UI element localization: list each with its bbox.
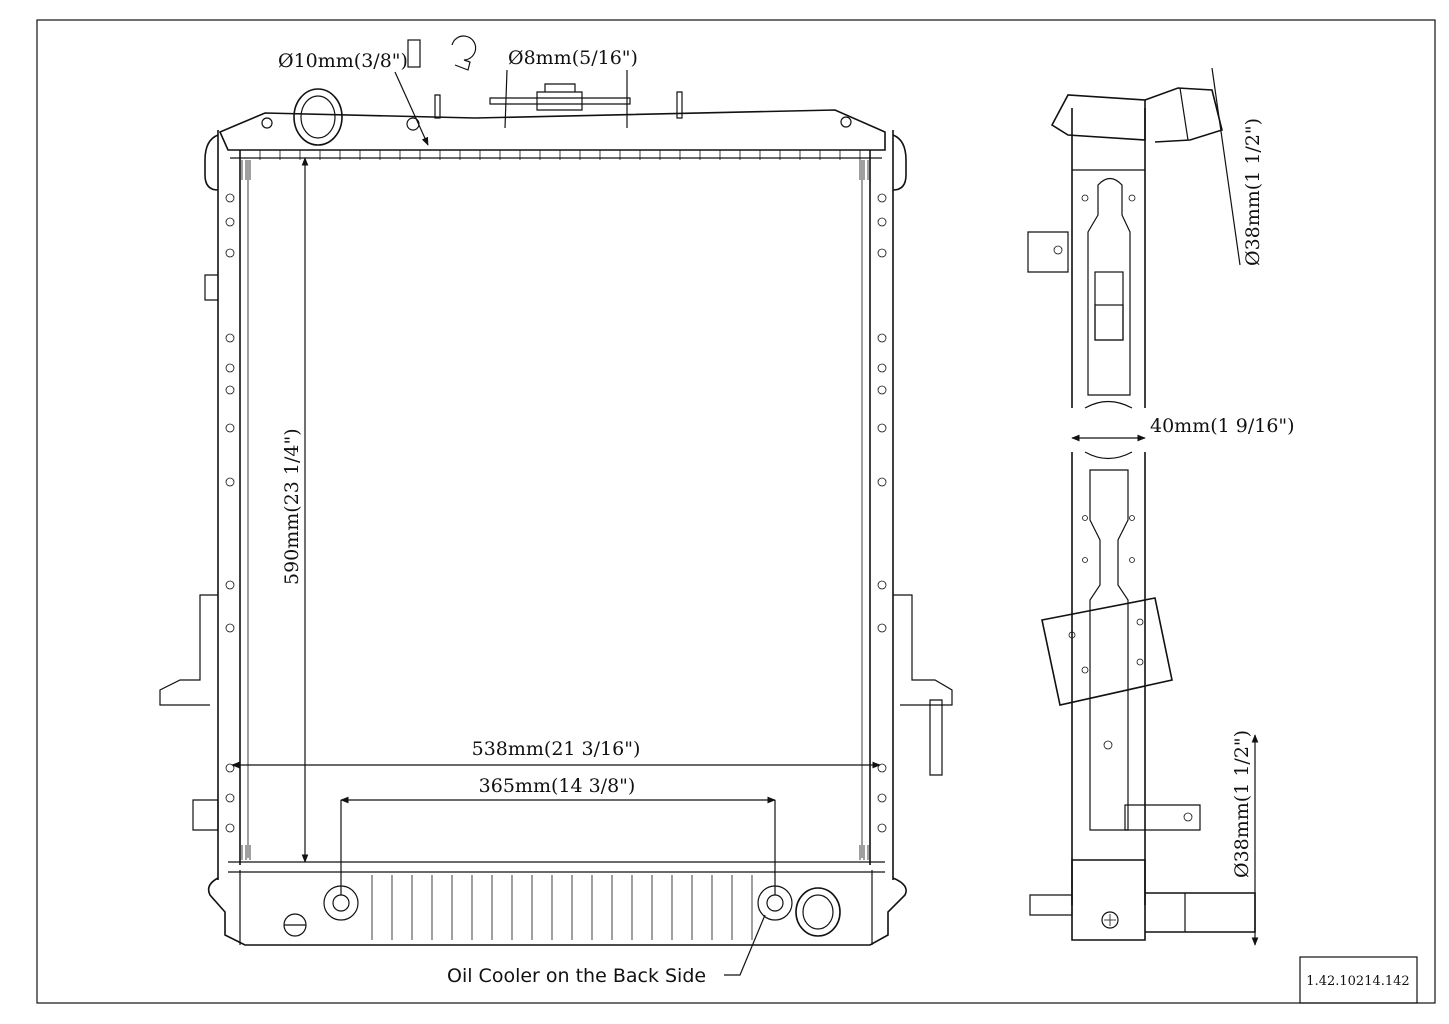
dim-overflow-pipe: Ø8mm(5/16"): [508, 47, 638, 69]
dim-inlet-pipe: Ø10mm(3/8"): [278, 50, 408, 72]
dim-lower-hose: Ø38mm(1 1/2"): [1231, 730, 1253, 878]
dim-height: 590mm(23 1/4"): [281, 428, 303, 585]
dim-width: 538mm(21 3/16"): [472, 738, 641, 760]
dim-upper-hose: Ø38mm(1 1/2"): [1242, 118, 1264, 266]
side-view: [1027, 87, 1256, 941]
part-number: 1.42.10214.142: [1306, 974, 1409, 989]
clamp-icon: [451, 35, 477, 71]
dim-core-thickness: 40mm(1 9/16"): [1150, 415, 1295, 437]
dim-oil-cooler-spacing: 365mm(14 3/8"): [479, 775, 636, 797]
oil-cooler-note: Oil Cooler on the Back Side: [447, 965, 706, 987]
front-view: [159, 83, 953, 946]
part-number-box: [1299, 956, 1418, 1004]
hose-icon: [407, 39, 421, 68]
drawing-border: [36, 19, 1436, 1004]
